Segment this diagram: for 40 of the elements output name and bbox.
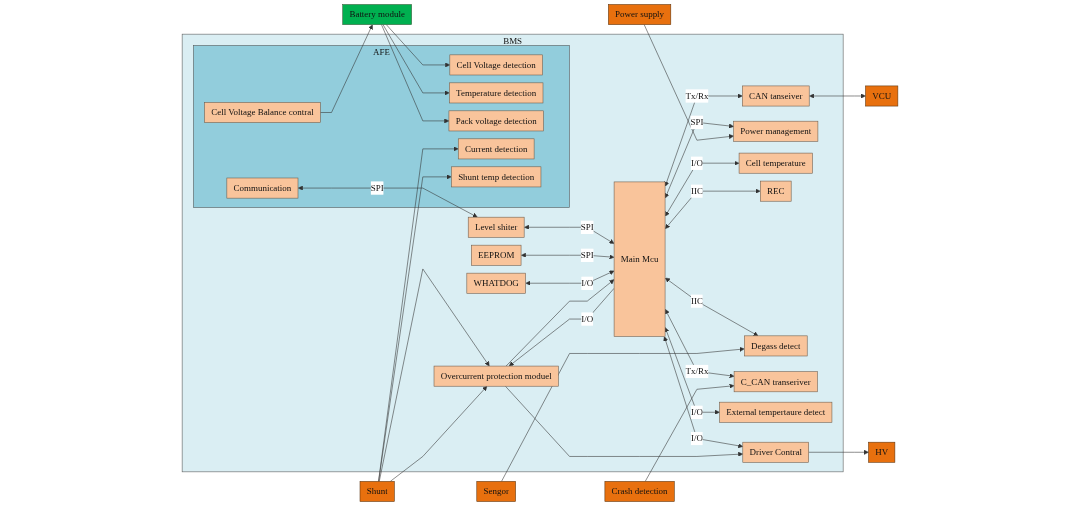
node-box: C_CAN transeriver [733,371,818,393]
node-box: HV [868,441,896,463]
node-box: REC [760,180,792,202]
node-box: Communication [226,177,299,199]
node-box: VCU [865,85,899,107]
edge-label: Tx/Rx [685,366,709,376]
node-box: Pack voltage detection [448,110,544,132]
node-box: Shunt temp detection [451,166,542,188]
node-box: Power management [733,120,819,142]
node-box: WHATDOG [466,272,526,294]
node-box: Main Mcu [613,181,666,337]
edge-label: SPI [580,250,594,260]
edge-label: I/O [581,314,594,324]
node-box: Degass detect [744,335,808,357]
node-box: Sengor [476,481,516,502]
node-box: Cell temperature [738,152,813,174]
node-box: External tempertaure detect [719,401,833,423]
edge-label: IIC [690,186,703,196]
node-box: Crash detection [604,481,675,502]
edge-label: SPI [370,183,384,193]
edge-label: I/O [581,278,594,288]
edge-label: I/O [690,433,703,444]
edge-label: SPI [580,222,594,232]
node-box: Cell Voltage Balance contral [204,102,321,123]
node-box: Cell Voltage detection [449,54,543,76]
node-box: Driver Contral [742,441,809,463]
node-box: Shunt [359,481,395,502]
node-box: Overcurrent protection moduel [433,365,559,387]
node-box: Level shiter [467,216,525,238]
edge-label: SPI [690,117,704,127]
node-box: Battery module [342,4,412,25]
edge-label: IIC [690,296,703,306]
edge-label: Tx/Rx [685,90,709,101]
node-box: EEPROM [471,244,522,266]
node-box: Temperature detection [449,82,544,104]
node-box: Current detection [458,138,535,160]
edge-label: I/O [690,158,703,168]
node-box: Power supply [608,4,672,25]
edge-label: I/O [690,407,703,417]
node-box: CAN tanseiver [742,85,810,107]
